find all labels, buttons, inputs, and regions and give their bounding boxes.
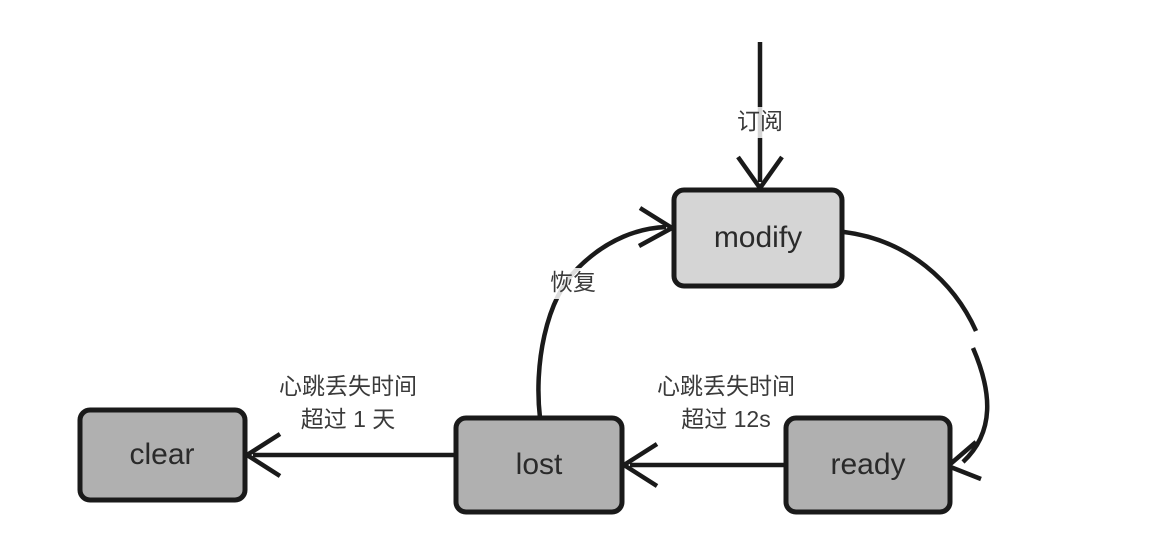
node-clear[interactable]: clear: [77, 407, 248, 503]
node-lost[interactable]: lost: [453, 415, 625, 515]
node-ready-rect[interactable]: [783, 415, 953, 515]
edge-label-start-to-modify-text: 订阅: [737, 108, 783, 134]
edge-ready-to-lost: [619, 442, 786, 488]
edge-label-ready-to-lost-line2: 超过 12s: [681, 406, 770, 432]
node-clear-label: clear: [129, 438, 194, 471]
edge-label-lost-to-modify-text: 恢复: [550, 269, 596, 295]
edge-label-lost-to-modify-bg: [540, 268, 606, 299]
edge-lost-to-modify: [536, 206, 677, 419]
node-modify[interactable]: modify: [671, 187, 845, 289]
node-clear-rect[interactable]: [77, 407, 248, 503]
edge-lost-to-clear: [242, 432, 456, 478]
node-ready[interactable]: ready: [783, 415, 953, 515]
edge-lost-to-modify-arc: [536, 224, 667, 419]
edge-label-start-to-modify-bg: [727, 107, 793, 138]
node-lost-label: lost: [516, 448, 563, 481]
edge-label-lost-to-clear-line1: 心跳丢失时间: [279, 373, 417, 399]
node-ready-label: ready: [830, 448, 905, 481]
edge-label-start-to-modify: 订阅: [727, 107, 793, 138]
node-modify-rect[interactable]: [671, 187, 845, 289]
edge-label-lost-to-modify: 恢复: [540, 268, 606, 299]
edge-modify-to-ready-arc-lower: [961, 347, 990, 464]
node-lost-rect[interactable]: [453, 415, 625, 515]
edge-modify-to-ready-arc-upper: [843, 229, 979, 332]
edge-label-ready-to-lost-line1: 心跳丢失时间: [657, 373, 795, 399]
edge-label-lost-to-clear-line2: 超过 1 天: [301, 406, 396, 432]
edge-label-lost-to-clear: 心跳丢失时间 超过 1 天: [279, 373, 417, 432]
edge-label-ready-to-lost: 心跳丢失时间 超过 12s: [657, 373, 795, 432]
node-modify-label: modify: [714, 221, 802, 254]
